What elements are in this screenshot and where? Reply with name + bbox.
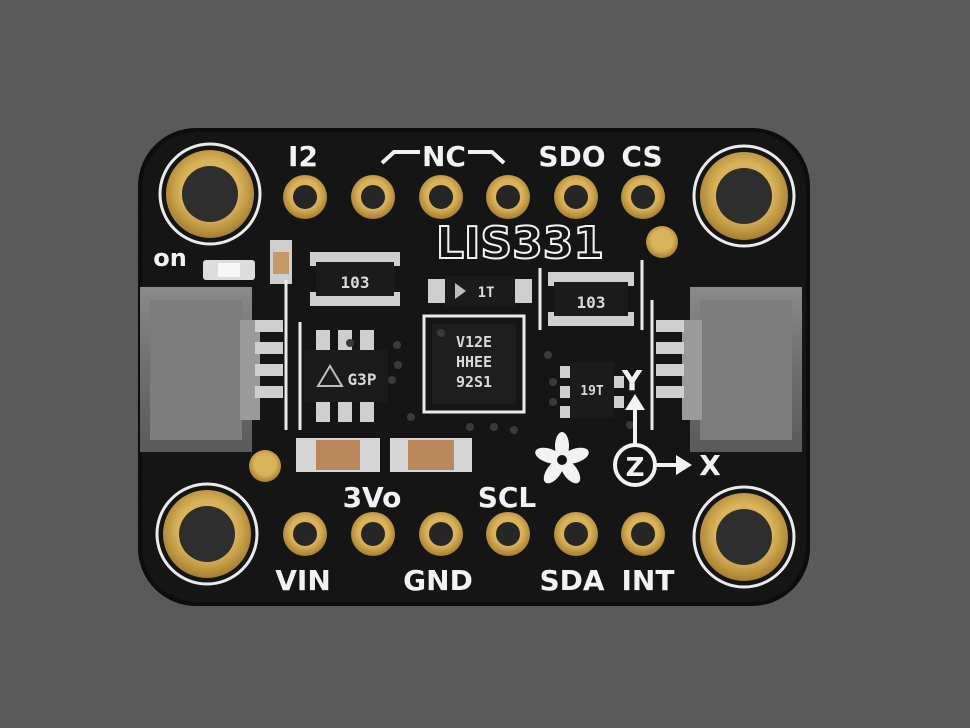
pin-label-i2: I2 [288,140,318,173]
power-led [203,260,255,280]
vias [346,339,634,434]
connector-right [656,287,802,452]
axis-indicator-icon [613,394,692,487]
transistor [428,276,532,306]
pin-label-cs: CS [621,140,662,173]
power-label: on [153,244,187,272]
pin-label-3vo: 3Vo [343,481,402,514]
axis-label-y: Y [621,364,643,397]
pin-label-sda: SDA [539,564,604,597]
adafruit-logo-icon [535,432,589,484]
fet-marking: 19T [580,384,604,399]
accel-marking-line3: 92S1 [456,373,492,391]
fiducial-top [646,226,678,258]
nc-bracket [380,150,506,165]
mounting-hole-top-right [692,144,796,248]
accelerometer-chip [422,314,526,414]
connector-left [140,287,283,452]
resistor-network-right [548,272,634,326]
pin-label-vin: VIN [275,564,331,597]
resistor-left-marking: 103 [341,273,370,292]
pin-label-nc: NC [422,140,466,173]
pin-label-gnd: GND [403,564,473,597]
mounting-hole-bottom-right [692,485,796,589]
transistor-marking: 1T [478,285,495,301]
resistor-network-left [310,252,400,306]
capacitor-left [296,438,380,472]
board-title: LIS331 [436,218,604,269]
voltage-regulator [304,330,388,422]
bottom-header-pins [283,512,665,556]
regulator-marking: G3P [348,370,377,389]
axis-label-x: X [699,449,721,482]
accel-marking-line2: HHEE [456,353,492,371]
mounting-hole-top-left [158,142,262,246]
pin-label-int: INT [622,564,675,597]
resistor-right-marking: 103 [577,293,606,312]
capacitor-right [390,438,472,472]
top-header-pins [283,175,665,219]
fet [560,362,624,418]
silkscreen-outlines [284,260,654,430]
axis-label-z: Z [626,453,645,483]
mounting-holes [155,142,796,589]
mounting-hole-bottom-left [155,482,259,586]
pin-label-sdo: SDO [538,140,605,173]
accel-marking-line1: V12E [456,333,492,351]
fiducial-bottom [249,450,281,482]
pin-label-scl: SCL [478,481,537,514]
small-capacitor [270,240,292,284]
